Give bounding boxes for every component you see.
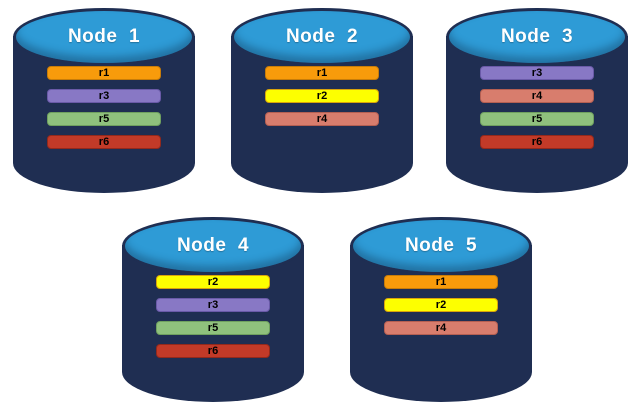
db-node: Node 2 r1 r2 r4 (231, 8, 413, 193)
db-node: Node 1 r1 r3 r5 r6 (13, 8, 195, 193)
db-node: Node 5 r1 r2 r4 (350, 217, 532, 402)
replica-bar: r3 (480, 66, 594, 80)
node-label: Node 3 (500, 26, 574, 47)
node-label: Node 5 (404, 235, 478, 256)
replica-bar: r3 (156, 298, 270, 312)
cylinder-top-ellipse (13, 8, 195, 66)
cylinder-top-ellipse (231, 8, 413, 66)
replica-bar: r1 (265, 66, 379, 80)
replica-bar: r6 (47, 135, 161, 149)
cylinder-top-ellipse (446, 8, 628, 66)
replica-list: r1 r2 r4 (350, 275, 532, 335)
replica-bar: r6 (480, 135, 594, 149)
replica-bar: r4 (480, 89, 594, 103)
replica-list: r1 r2 r4 (231, 66, 413, 126)
node-label: Node 2 (285, 26, 359, 47)
replica-list: r2 r3 r5 r6 (122, 275, 304, 358)
db-node: Node 4 r2 r3 r5 r6 (122, 217, 304, 402)
replica-list: r3 r4 r5 r6 (446, 66, 628, 149)
replica-bar: r5 (156, 321, 270, 335)
replica-bar: r1 (384, 275, 498, 289)
db-node: Node 3 r3 r4 r5 r6 (446, 8, 628, 193)
replica-bar: r3 (47, 89, 161, 103)
replica-bar: r6 (156, 344, 270, 358)
replica-bar: r4 (265, 112, 379, 126)
replica-list: r1 r3 r5 r6 (13, 66, 195, 149)
cylinder-top-ellipse (122, 217, 304, 275)
replica-bar: r2 (265, 89, 379, 103)
replica-bar: r1 (47, 66, 161, 80)
cylinder-top-ellipse (350, 217, 532, 275)
replica-bar: r5 (47, 112, 161, 126)
replica-bar: r5 (480, 112, 594, 126)
replica-bar: r2 (384, 298, 498, 312)
node-label: Node 4 (176, 235, 250, 256)
node-label: Node 1 (67, 26, 141, 47)
replica-bar: r4 (384, 321, 498, 335)
replica-bar: r2 (156, 275, 270, 289)
